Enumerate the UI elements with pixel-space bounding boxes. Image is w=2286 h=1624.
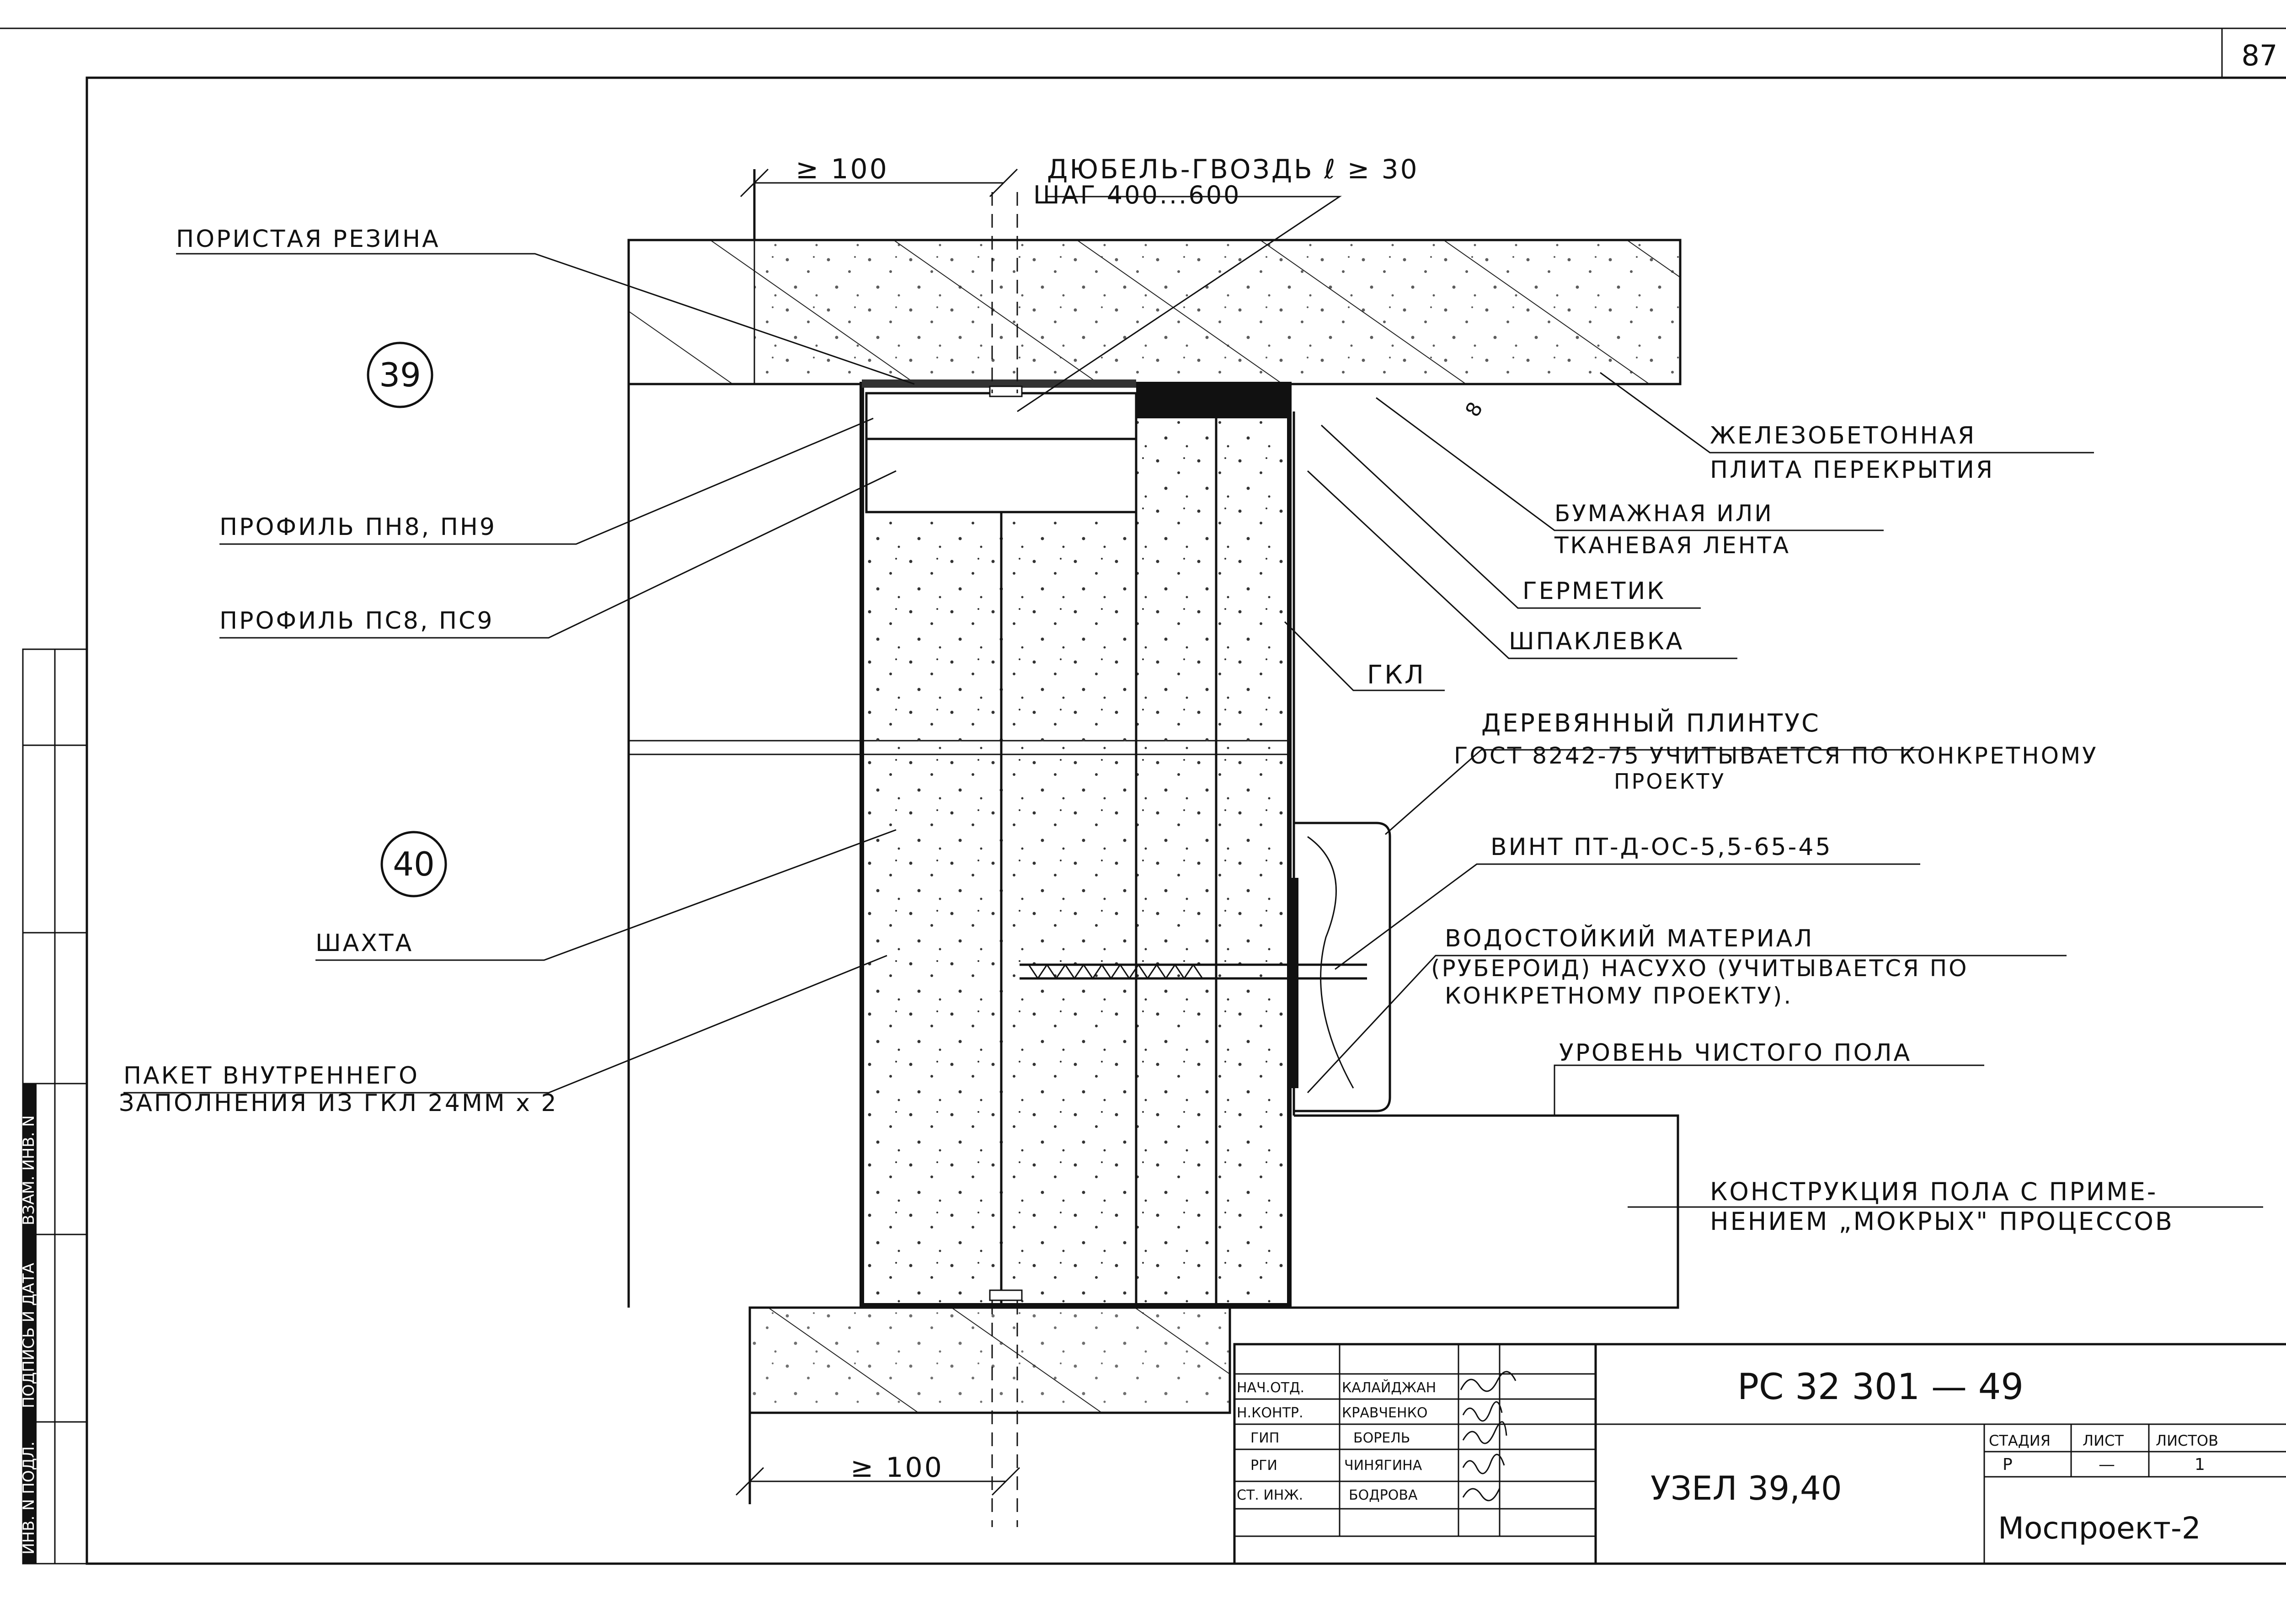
label-floor-level: УРОВЕНЬ ЧИСТОГО ПОЛА	[1559, 1039, 1912, 1067]
label-slab-2: ПЛИТА ПЕРЕКРЫТИЯ	[1710, 456, 1994, 484]
dimension-top: ≥ 100	[740, 153, 1018, 240]
sig-name-2: БОРЕЛЬ	[1353, 1430, 1410, 1446]
side-stamp: ИНВ. N ПОДЛ. ПОДПИСЬ И ДАТА ВЗАМ. ИНВ. N	[20, 648, 88, 1565]
leader-lines	[123, 196, 2263, 1208]
wooden-plinth	[1289, 822, 1391, 1112]
label-plinth-2: ГОСТ 8242-75 УЧИТЫВАЕТСЯ ПО КОНКРЕТНОМУ	[1454, 743, 2098, 769]
label-slab-1: ЖЕЛЕЗОБЕТОННАЯ	[1710, 422, 1976, 449]
sheets-value: 1	[2195, 1455, 2205, 1474]
floor-construction	[1230, 1114, 1679, 1309]
wall-assembly	[860, 379, 1295, 1308]
screw	[1020, 963, 1367, 980]
sheets-header: ЛИСТОВ	[2156, 1432, 2218, 1449]
sig-role-1: Н.КОНТР.	[1237, 1405, 1303, 1421]
label-plinth-3: ПРОЕКТУ	[1614, 769, 1725, 794]
dimension-bottom-value: ≥ 100	[850, 1452, 944, 1484]
drawing-title: УЗЕЛ 39,40	[1650, 1469, 1842, 1507]
label-tape-1: БУМАЖНАЯ ИЛИ	[1554, 500, 1773, 527]
label-floor-1: КОНСТРУКЦИЯ ПОЛА С ПРИМЕ-	[1710, 1177, 2158, 1206]
side-stamp-vzam: ВЗАМ. ИНВ. N	[20, 1115, 38, 1225]
label-profile-ps: ПРОФИЛЬ ПС8, ПС9	[219, 607, 494, 635]
label-shaft: ШАХТА	[315, 930, 413, 957]
sig-name-3: ЧИНЯГИНА	[1344, 1458, 1422, 1474]
label-waterproof-3: КОНКРЕТНОМУ ПРОЕКТУ).	[1445, 983, 1793, 1009]
sig-role-2: ГИП	[1250, 1430, 1279, 1446]
label-packet-2: ЗАПОЛНЕНИЯ ИЗ ГКЛ 24ММ х 2	[119, 1090, 558, 1117]
label-waterproof-1: ВОДОСТОЙКИЙ МАТЕРИАЛ	[1445, 924, 1814, 952]
label-porous-rubber: ПОРИСТАЯ РЕЗИНА	[176, 225, 440, 253]
sig-role-4: СТ. ИНЖ.	[1237, 1487, 1303, 1503]
side-stamp-signature: ПОДПИСЬ И ДАТА	[20, 1263, 38, 1408]
sheet-value: —	[2099, 1455, 2115, 1474]
label-tape-2: ТКАНЕВАЯ ЛЕНТА	[1554, 532, 1790, 559]
label-floor-2: НЕНИЕМ „МОКРЫХ" ПРОЦЕССОВ	[1710, 1207, 2174, 1236]
top-slab	[627, 239, 1682, 385]
svg-text:40: 40	[393, 845, 435, 883]
label-gkl: ГКЛ	[1367, 660, 1426, 690]
dowels	[991, 192, 1018, 1527]
label-plinth-1: ДЕРЕВЯННЫЙ ПЛИНТУС	[1481, 709, 1821, 737]
label-dowel-2: ШАГ 400...600	[1033, 181, 1241, 209]
label-screw: ВИНТ ПТ-Д-ОС-5,5-65-45	[1490, 833, 1832, 861]
organization: Моспроект-2	[1998, 1511, 2201, 1546]
page-number: 87	[2242, 39, 2278, 72]
sheet-header: ЛИСТ	[2083, 1432, 2124, 1449]
page-number-box	[2221, 27, 2286, 79]
stage-header: СТАДИЯ	[1989, 1432, 2051, 1449]
marker-39: 39	[367, 342, 433, 408]
label-profile-pn: ПРОФИЛЬ ПН8, ПН9	[219, 513, 497, 541]
sig-name-4: БОДРОВА	[1349, 1487, 1418, 1503]
dimension-top-value: ≥ 100	[796, 153, 889, 185]
sig-name-0: КАЛАЙДЖАН	[1342, 1379, 1436, 1396]
title-block	[1233, 1343, 2286, 1565]
label-dowel-1: ДЮБЕЛЬ-ГВОЗДЬ ℓ ≥ 30	[1047, 154, 1419, 185]
label-packet-1: ПАКЕТ ВНУТРЕННЕГО	[123, 1062, 419, 1090]
stage-value: Р	[2003, 1455, 2013, 1474]
sig-role-3: РГИ	[1250, 1458, 1277, 1474]
dimension-gap-value: 8	[1461, 396, 1488, 421]
side-stamp-inv-podl: ИНВ. N ПОДЛ.	[20, 1442, 38, 1555]
handwritten-signatures	[1460, 1371, 1517, 1501]
sig-role-0: НАЧ.ОТД.	[1237, 1380, 1304, 1396]
bottom-slab	[748, 1306, 1231, 1414]
label-sealant: ГЕРМЕТИК	[1522, 577, 1666, 605]
sig-name-1: КРАВЧЕНКО	[1342, 1405, 1428, 1421]
label-putty: ШПАКЛЕВКА	[1509, 628, 1684, 655]
svg-text:39: 39	[379, 356, 421, 394]
marker-40: 40	[380, 831, 447, 897]
document-code: РС 32 301 — 49	[1737, 1367, 2024, 1408]
dimension-bottom: ≥ 100	[735, 1413, 1020, 1504]
label-waterproof-2: (РУБЕРОИД) НАСУХО (УЧИТЫВАЕТСЯ ПО	[1431, 955, 1969, 982]
